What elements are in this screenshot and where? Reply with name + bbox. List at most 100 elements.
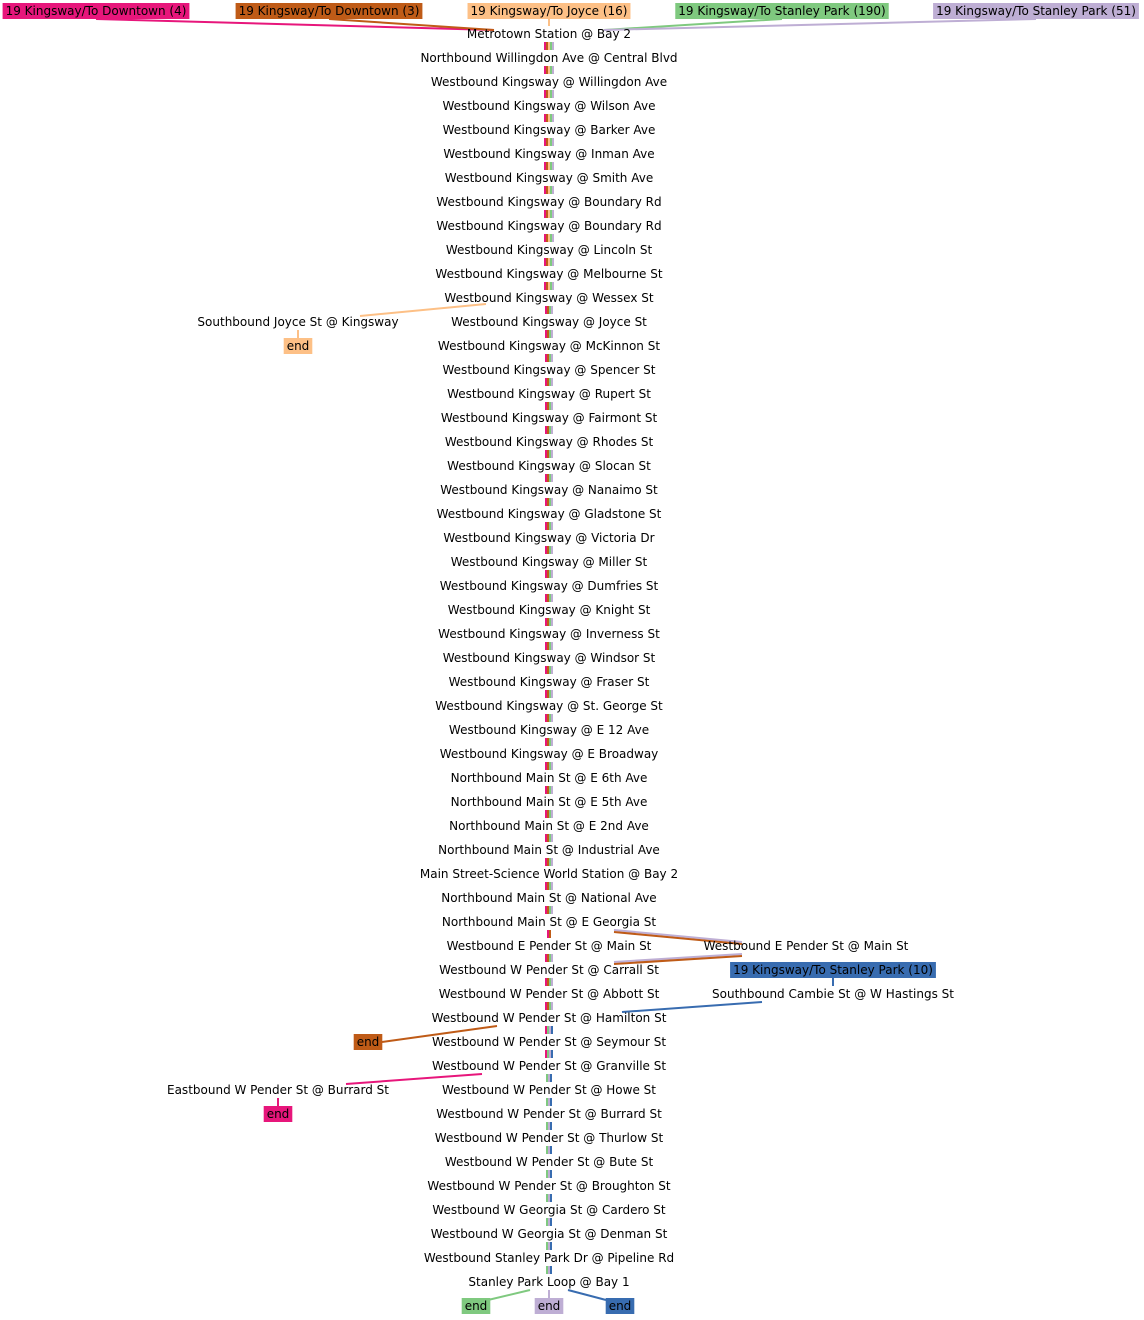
head-link-r51 <box>603 18 1037 31</box>
end-r190: end <box>461 1298 491 1314</box>
stop-label: Northbound Main St @ E Georgia St <box>442 915 656 929</box>
stop-label: Westbound Kingsway @ Boundary Rd <box>436 219 661 233</box>
stop-label: Northbound Main St @ E 5th Ave <box>451 795 648 809</box>
detour-r51-b <box>613 953 743 963</box>
stop-label: Westbound Kingsway @ Inverness St <box>438 627 660 641</box>
stop-label: Westbound Kingsway @ E 12 Ave <box>449 723 649 737</box>
end-link-r10 <box>567 1289 607 1301</box>
stop-label: Northbound Main St @ E 2nd Ave <box>449 819 649 833</box>
end-r190-box <box>461 1298 491 1314</box>
route-links <box>95 18 1037 1301</box>
side-stop-cambie: Southbound Cambie St @ W Hastings St <box>712 987 954 1001</box>
stop-label: Westbound Kingsway @ Joyce St <box>451 315 647 329</box>
end-r10: end <box>605 1298 635 1314</box>
end-link-r190 <box>487 1289 531 1301</box>
branch-link-r4 <box>345 1073 483 1085</box>
end-r10-box <box>605 1298 635 1314</box>
stop-label: Westbound Kingsway @ Rhodes St <box>445 435 654 449</box>
route-head-r4-text: 19 Kingsway/To Downtown (4) <box>6 4 187 18</box>
stop-label: Westbound Kingsway @ Dumfries St <box>440 579 659 593</box>
stop-label: Westbound Kingsway @ Rupert St <box>447 387 651 401</box>
route-head-r16: 19 Kingsway/To Joyce (16) <box>467 3 631 19</box>
end-r3: end <box>353 1034 383 1050</box>
end-r16: end <box>283 338 313 354</box>
stop-label: Northbound Main St @ National Ave <box>441 891 656 905</box>
stop-label: Westbound Kingsway @ Windsor St <box>443 651 656 665</box>
stop-label: Westbound Kingsway @ Knight St <box>448 603 651 617</box>
stop-label: Westbound Kingsway @ Gladstone St <box>437 507 662 521</box>
stop-labels: Metrotown Station @ Bay 2 Northbound Will… <box>167 27 954 1289</box>
stop-label: Westbound W Georgia St @ Denman St <box>431 1227 668 1241</box>
stop-label: Stanley Park Loop @ Bay 1 <box>468 1275 629 1289</box>
stop-label: Westbound Kingsway @ E Broadway <box>440 747 659 761</box>
stop-label: Westbound Kingsway @ Smith Ave <box>445 171 653 185</box>
branch-link-r10 <box>621 1001 763 1013</box>
head-link-r3 <box>328 18 495 31</box>
route-head-r51: 19 Kingsway/To Stanley Park (51) <box>933 3 1139 19</box>
stop-label: Westbound W Pender St @ Abbott St <box>439 987 660 1001</box>
end-r3-text: end <box>357 1035 380 1049</box>
end-r10-text: end <box>609 1299 632 1313</box>
route-head-r16-text: 19 Kingsway/To Joyce (16) <box>471 4 628 18</box>
route-head-r3-text: 19 Kingsway/To Downtown (3) <box>239 4 420 18</box>
end-r4: end <box>263 1106 293 1122</box>
route-head-r190-box <box>675 3 889 19</box>
route-head-r10-text: 19 Kingsway/To Stanley Park (10) <box>733 963 933 977</box>
branch-link-r3 <box>381 1025 498 1043</box>
stop-label: Westbound W Pender St @ Hamilton St <box>432 1011 667 1025</box>
route-head-r51-box <box>933 3 1139 19</box>
end-r3-box <box>353 1034 383 1050</box>
end-r51: end <box>534 1298 564 1314</box>
stop-label: Metrotown Station @ Bay 2 <box>467 27 631 41</box>
stop-label: Westbound Kingsway @ Spencer St <box>443 363 656 377</box>
route-head-r4: 19 Kingsway/To Downtown (4) <box>2 3 190 19</box>
stop-label: Westbound W Pender St @ Broughton St <box>427 1179 670 1193</box>
stop-label: Main Street-Science World Station @ Bay … <box>420 867 678 881</box>
end-r51-text: end <box>538 1299 561 1313</box>
route-head-r4-box <box>2 3 190 19</box>
route-head-r3-box <box>235 3 423 19</box>
route-head-r51-text: 19 Kingsway/To Stanley Park (51) <box>936 4 1136 18</box>
stop-label: Westbound W Pender St @ Bute St <box>445 1155 654 1169</box>
stop-label: Westbound W Georgia St @ Cardero St <box>432 1203 665 1217</box>
detour-r3-a <box>613 931 743 945</box>
end-r4-text: end <box>267 1107 290 1121</box>
end-r16-text: end <box>287 339 310 353</box>
route-head-r190: 19 Kingsway/To Stanley Park (190) <box>675 3 889 19</box>
end-r51-box <box>534 1298 564 1314</box>
stop-label: Westbound Kingsway @ Wilson Ave <box>443 99 656 113</box>
route-head-r10-box <box>730 962 936 978</box>
stop-label: Westbound W Pender St @ Howe St <box>442 1083 656 1097</box>
stop-label: Westbound Kingsway @ Slocan St <box>447 459 651 473</box>
stop-label: Westbound Kingsway @ St. George St <box>435 699 663 713</box>
route-head-r16-box <box>467 3 631 19</box>
end-r4-box <box>263 1106 293 1122</box>
stop-label: Westbound Kingsway @ Boundary Rd <box>436 195 661 209</box>
stop-label: Westbound Kingsway @ Wessex St <box>444 291 653 305</box>
stop-label: Northbound Main St @ E 6th Ave <box>451 771 648 785</box>
route-head-r190-text: 19 Kingsway/To Stanley Park (190) <box>678 4 885 18</box>
stop-label: Westbound Kingsway @ Melbourne St <box>435 267 662 281</box>
stop-label: Westbound Kingsway @ Willingdon Ave <box>431 75 667 89</box>
stop-label: Westbound Kingsway @ Fraser St <box>449 675 650 689</box>
stop-label: Westbound W Pender St @ Granville St <box>432 1059 666 1073</box>
stop-label: Westbound Kingsway @ McKinnon St <box>438 339 660 353</box>
stop-label: Westbound W Pender St @ Thurlow St <box>435 1131 664 1145</box>
side-stop-burrard: Eastbound W Pender St @ Burrard St <box>167 1083 389 1097</box>
route-head-r3: 19 Kingsway/To Downtown (3) <box>235 3 423 19</box>
route-heads: 19 Kingsway/To Downtown (4) 19 Kingsway/T… <box>2 3 1139 1314</box>
route-head-r10: 19 Kingsway/To Stanley Park (10) <box>730 962 936 978</box>
side-stop-joyce: Southbound Joyce St @ Kingsway <box>197 315 398 329</box>
stop-label: Northbound Willingdon Ave @ Central Blvd <box>420 51 677 65</box>
head-link-r4 <box>95 18 495 31</box>
stop-label: Westbound Stanley Park Dr @ Pipeline Rd <box>424 1251 674 1265</box>
detour-r3-b <box>613 955 743 965</box>
end-r16-box <box>283 338 313 354</box>
stop-label: Westbound Kingsway @ Victoria Dr <box>443 531 654 545</box>
stop-label: Westbound Kingsway @ Nanaimo St <box>440 483 658 497</box>
stop-label: Westbound W Pender St @ Burrard St <box>436 1107 662 1121</box>
stop-label: Westbound W Pender St @ Carrall St <box>439 963 659 977</box>
end-r190-text: end <box>465 1299 488 1313</box>
stop-label: Westbound Kingsway @ Fairmont St <box>441 411 658 425</box>
